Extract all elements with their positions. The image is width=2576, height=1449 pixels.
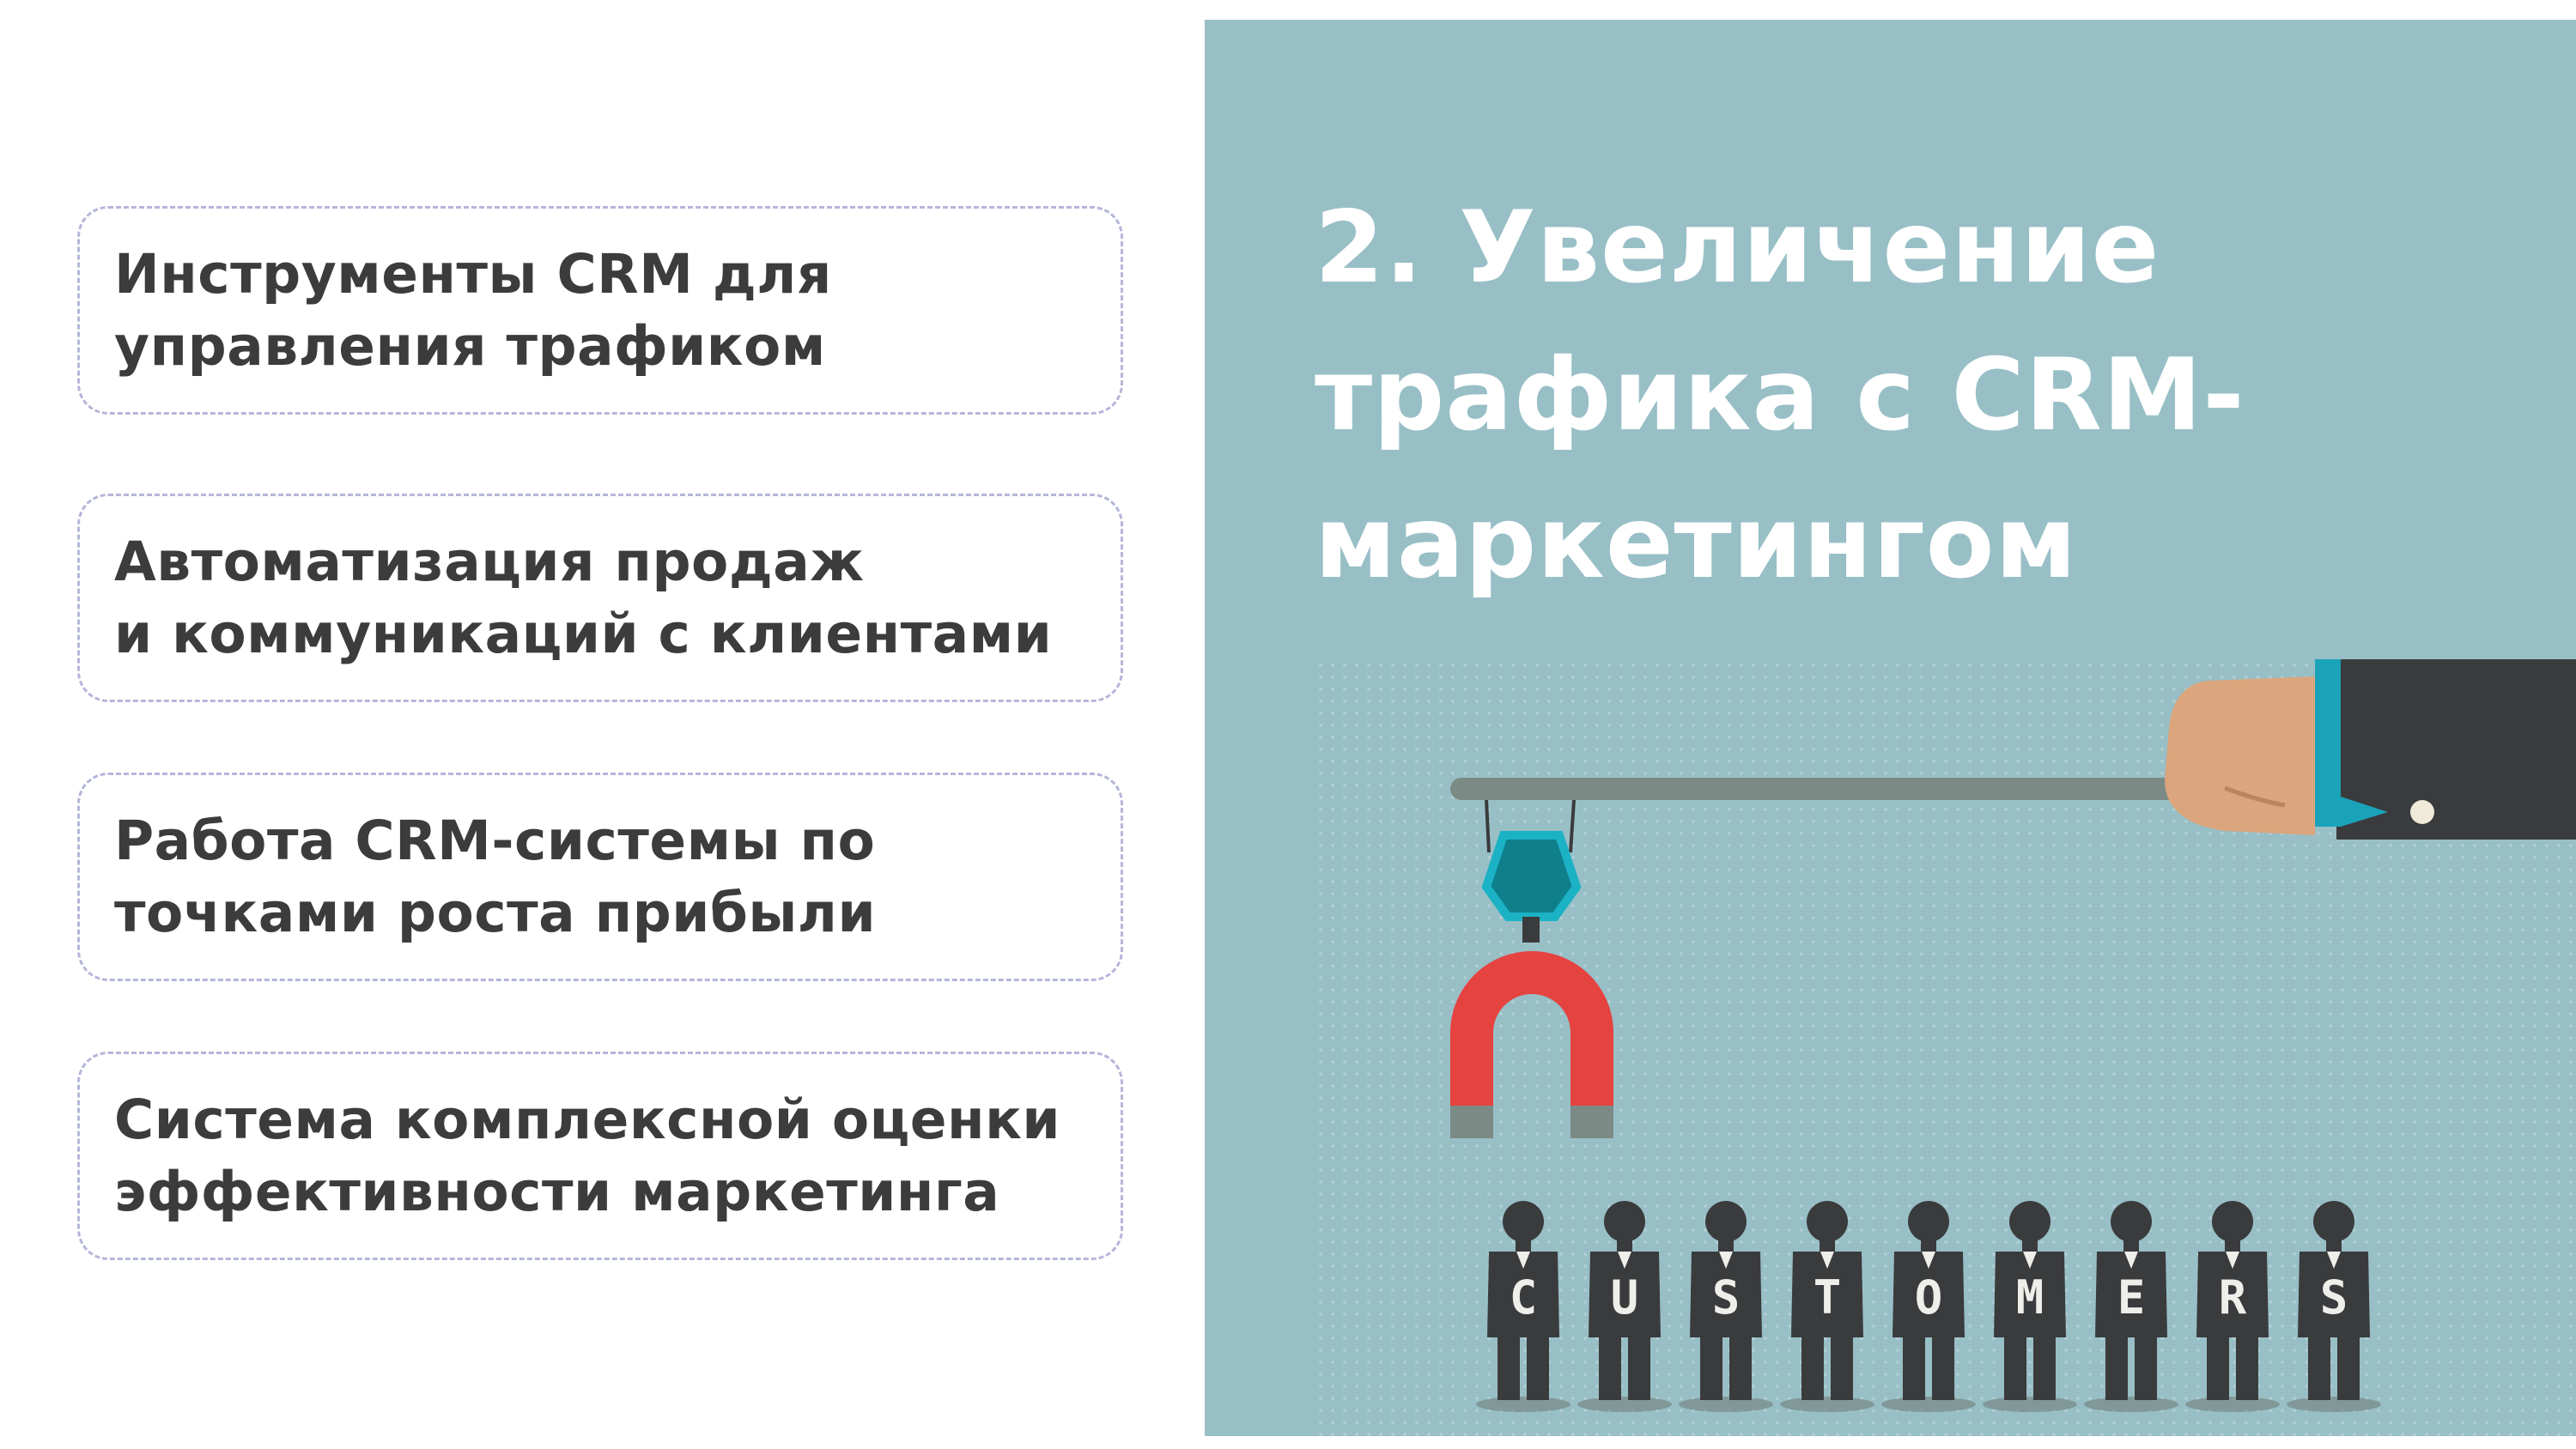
customer-letter: R bbox=[2219, 1270, 2247, 1325]
card-sales-automation-text: Автоматизация продаж и коммуникаций с кл… bbox=[114, 530, 1053, 665]
string-left bbox=[1485, 799, 1491, 853]
magnet-tip-left bbox=[1450, 1106, 1493, 1138]
magnet-connector bbox=[1522, 917, 1540, 943]
customer-letter: U bbox=[1611, 1270, 1639, 1325]
card-crm-tools: Инструменты CRM для управления трафиком bbox=[77, 206, 1123, 415]
card-crm-tools-text: Инструменты CRM для управления трафиком bbox=[114, 242, 832, 378]
customer-letter: E bbox=[2117, 1270, 2146, 1325]
panel-title: 2. Увеличение трафика с CRM- маркетингом bbox=[1315, 190, 2245, 601]
customer-letter: M bbox=[2016, 1270, 2044, 1325]
card-marketing-evaluation-text: Система комплексной оценки эффективности… bbox=[114, 1088, 1060, 1223]
customer-letter: T bbox=[1814, 1270, 1842, 1325]
customer-letter: O bbox=[1915, 1270, 1943, 1325]
customer-figure-icon: E bbox=[2084, 1201, 2178, 1412]
magnet-tip-right bbox=[1571, 1106, 1613, 1138]
card-growth-points: Работа CRM-системы по точками роста приб… bbox=[77, 773, 1123, 981]
customer-figure-icon: C bbox=[1476, 1201, 1571, 1412]
customer-figure-icon: S bbox=[2287, 1201, 2381, 1412]
hero-panel: 2. Увеличение трафика с CRM- маркетингом bbox=[1205, 20, 2576, 1436]
customer-figure-icon: U bbox=[1577, 1201, 1672, 1412]
string-right bbox=[1569, 799, 1576, 853]
customer-figure-icon: T bbox=[1780, 1201, 1874, 1412]
magnet-holder-icon bbox=[1481, 831, 1582, 921]
card-marketing-evaluation: Система комплексной оценки эффективности… bbox=[77, 1052, 1123, 1260]
hand-icon bbox=[2165, 659, 2576, 840]
pole-rod bbox=[1450, 778, 2240, 800]
customer-figure-icon: M bbox=[1983, 1201, 2077, 1412]
customer-letter: C bbox=[1510, 1270, 1538, 1325]
customer-figure-icon: O bbox=[1881, 1201, 1976, 1412]
customer-figure-icon: R bbox=[2185, 1201, 2280, 1412]
customer-figure-icon: S bbox=[1679, 1201, 1773, 1412]
magnet-icon bbox=[1450, 951, 1613, 1106]
card-sales-automation: Автоматизация продаж и коммуникаций с кл… bbox=[77, 494, 1123, 702]
card-growth-points-text: Работа CRM-системы по точками роста приб… bbox=[114, 809, 877, 944]
customer-letter: S bbox=[1712, 1270, 1741, 1325]
customer-letter: S bbox=[2320, 1270, 2348, 1325]
